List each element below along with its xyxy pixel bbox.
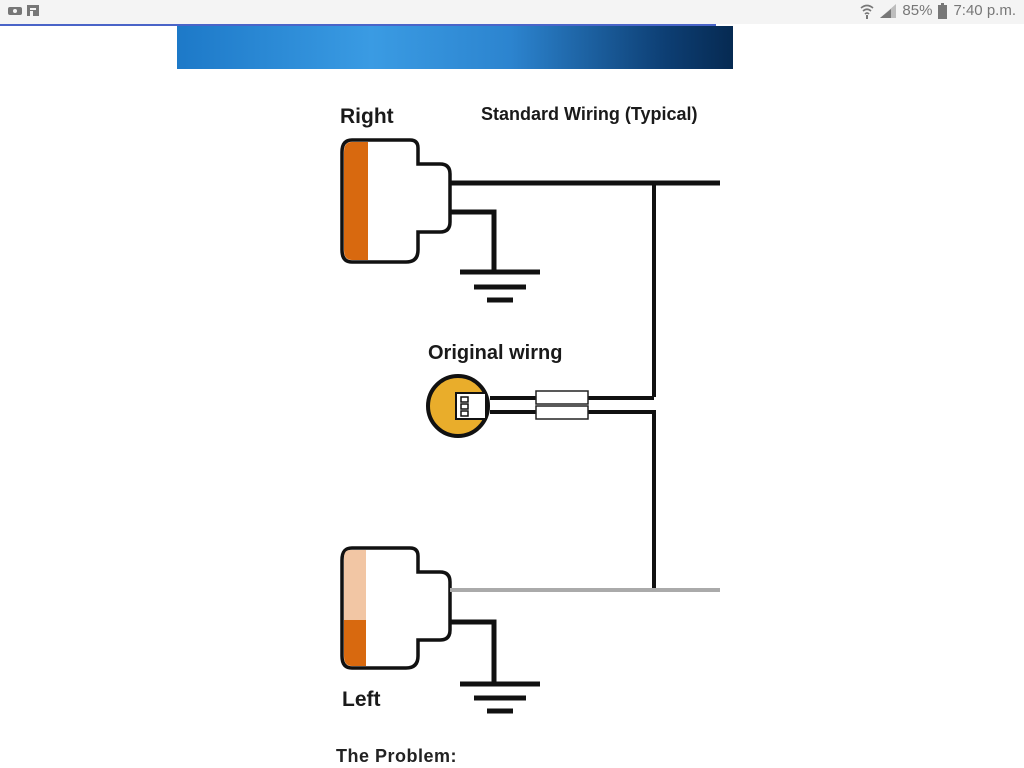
header-banner <box>177 26 733 69</box>
battery-percentage: 85% <box>902 2 933 19</box>
left-ground-wire <box>450 619 497 684</box>
original-wiring-label: Original wirng <box>428 342 562 364</box>
status-bar: 85% 7:40 p.m. <box>0 0 1024 24</box>
right-label: Right <box>340 105 394 128</box>
wiring-diagram[interactable]: Right Standard Wiring (Typical) Original… <box>300 85 884 725</box>
original-socket <box>426 374 490 438</box>
signal-icon <box>880 3 897 18</box>
problem-heading: The Problem: <box>336 746 458 766</box>
right-ground-wire <box>450 209 497 272</box>
left-ground-symbol <box>460 681 540 714</box>
wifi-icon <box>860 4 874 19</box>
diagram-title: Standard Wiring (Typical) <box>481 104 698 124</box>
right-ground-symbol <box>460 269 540 303</box>
clock: 7:40 p.m. <box>953 2 1016 19</box>
status-right-icons: 85% 7:40 p.m. <box>860 2 1016 19</box>
left-label: Left <box>342 688 381 711</box>
notification-icon <box>8 6 22 15</box>
left-lamp <box>340 546 452 670</box>
battery-icon <box>938 2 948 19</box>
socket-wire-bottom <box>490 410 656 590</box>
loading-progress-line <box>0 24 716 26</box>
right-lamp <box>340 138 452 264</box>
status-left-icons <box>8 5 39 16</box>
app-icon <box>27 5 39 16</box>
wire-connectors <box>535 390 589 420</box>
